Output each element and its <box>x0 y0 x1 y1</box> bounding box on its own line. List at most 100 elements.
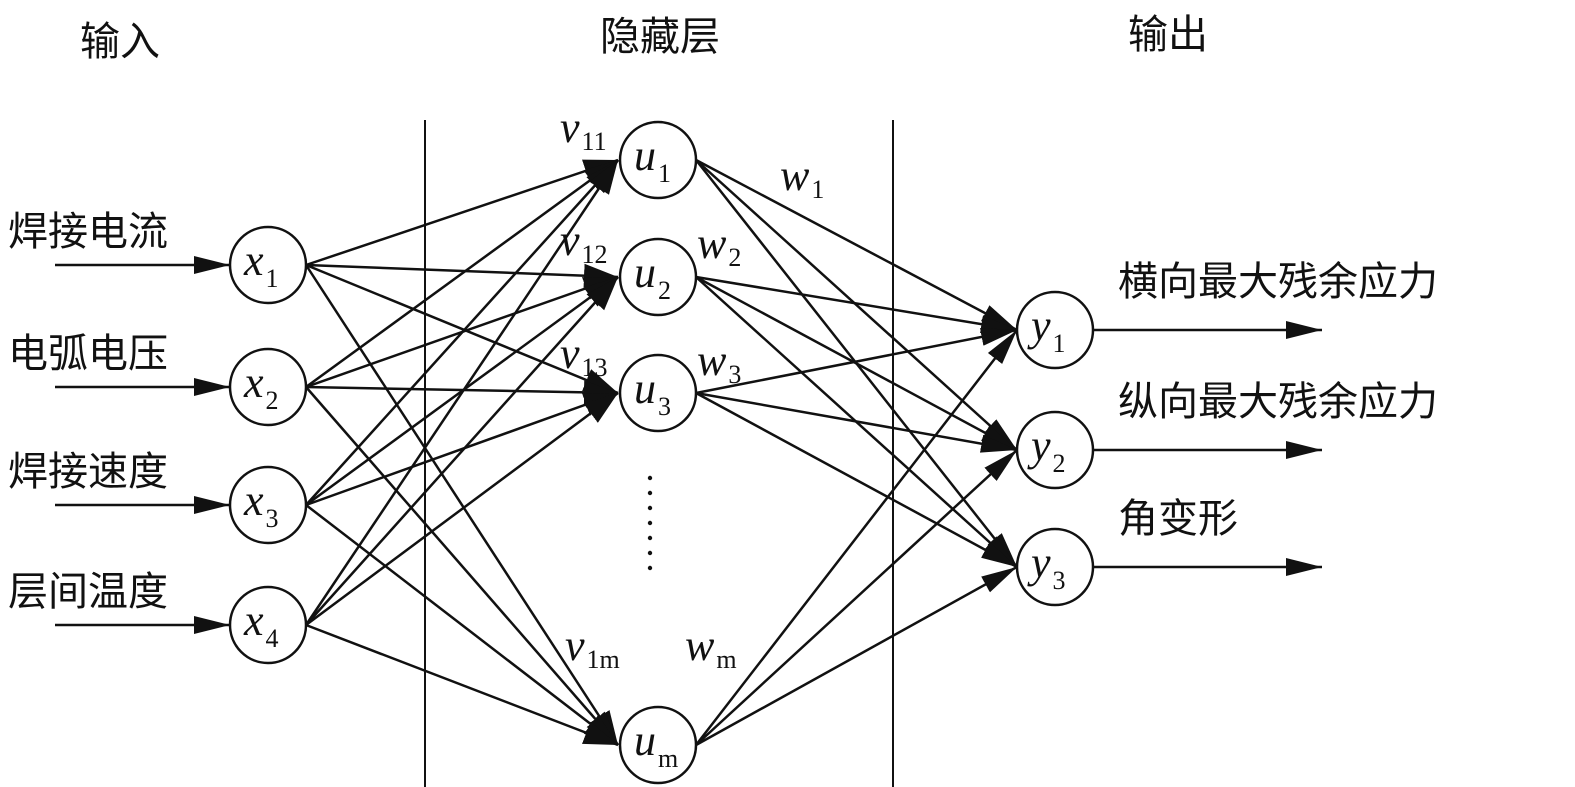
header-hidden: 隐藏层 <box>600 14 720 60</box>
node-y1-label: y1 <box>1027 301 1066 358</box>
subscript: 2 <box>658 276 671 305</box>
subscript: 1 <box>1053 329 1066 358</box>
node-x3-label: x3 <box>243 476 279 533</box>
node-y3-circle <box>1015 527 1095 607</box>
weight-w-label: w1 <box>780 151 824 204</box>
subscript: 2 <box>266 386 279 415</box>
output-label: 纵向最大残余应力 <box>1118 379 1438 425</box>
weight-w-label: wm <box>685 621 737 674</box>
edge-u3-y1 <box>695 328 1018 395</box>
node-u1-label: u1 <box>634 131 671 188</box>
ellipsis-dot <box>647 505 653 511</box>
subscript: m <box>716 645 736 674</box>
subscript: 13 <box>582 353 608 382</box>
edge-x4-u4 <box>305 623 619 747</box>
weight-w-label: w3 <box>697 336 741 389</box>
edge-u4-y3 <box>695 565 1018 747</box>
var: w <box>697 336 727 385</box>
var: u <box>634 131 656 180</box>
edge-x4-u1 <box>304 159 620 626</box>
edge-u1-y2 <box>695 159 1018 451</box>
ellipsis-dot <box>647 520 653 526</box>
edge-x3-u3 <box>305 391 619 507</box>
var: v <box>560 103 580 152</box>
input-label: 焊接电流 <box>8 209 168 255</box>
var: w <box>685 621 715 670</box>
subscript: 3 <box>266 504 279 533</box>
var: w <box>780 151 810 200</box>
var: x <box>243 236 264 285</box>
var: y <box>1027 538 1051 587</box>
ellipsis-dot <box>647 550 653 556</box>
input-label: 焊接速度 <box>8 449 168 495</box>
edge-x1-u1 <box>305 158 619 267</box>
edge-x1-u3 <box>305 263 619 395</box>
subscript: 3 <box>1053 566 1066 595</box>
ellipsis-dot <box>647 490 653 496</box>
var: x <box>243 476 264 525</box>
edge-u4-y2 <box>695 449 1018 746</box>
subscript: 4 <box>266 624 279 653</box>
var: u <box>634 364 656 413</box>
node-y1-circle <box>1015 290 1095 370</box>
ellipsis-dot <box>647 535 653 541</box>
node-u4-circle <box>618 705 698 785</box>
edge-u1-y1 <box>695 158 1018 332</box>
edge-x3-u1 <box>305 159 619 506</box>
node-x3-circle <box>228 465 308 545</box>
subscript: m <box>658 744 678 773</box>
subscript: 11 <box>582 127 607 156</box>
var: u <box>634 716 656 765</box>
header-input: 输入 <box>80 19 160 65</box>
output-label: 角变形 <box>1118 496 1238 542</box>
ellipsis-dot <box>647 475 653 481</box>
node-u2-circle <box>618 237 698 317</box>
ellipsis-dot <box>647 565 653 571</box>
node-u1-circle <box>618 120 698 200</box>
edge-x3-u4 <box>305 504 619 746</box>
subscript: 1 <box>658 159 671 188</box>
edge-x1-u4 <box>304 264 620 746</box>
node-x2-label: x2 <box>243 358 279 415</box>
node-y2-label: y2 <box>1027 421 1066 478</box>
edge-x2-u4 <box>305 386 619 746</box>
var: u <box>634 248 656 297</box>
edge-x2-u1 <box>305 158 619 389</box>
subscript: 1m <box>587 645 620 674</box>
subscript: 1 <box>266 264 279 293</box>
weight-v-label: v1m <box>565 621 620 674</box>
node-y2-circle <box>1015 410 1095 490</box>
input-label: 电弧电压 <box>8 331 168 377</box>
weight-v-label: v11 <box>560 103 607 156</box>
var: v <box>560 216 580 265</box>
var: y <box>1027 421 1051 470</box>
subscript: 1 <box>811 175 824 204</box>
var: x <box>243 358 264 407</box>
node-x2-circle <box>228 347 308 427</box>
subscript: 3 <box>728 360 741 389</box>
edge-x1-u2 <box>305 263 619 288</box>
var: y <box>1027 301 1051 350</box>
edge-u2-y1 <box>695 275 1018 334</box>
var: v <box>565 621 585 670</box>
edge-u2-y2 <box>695 275 1018 452</box>
var: x <box>243 596 264 645</box>
edge-u4-y1 <box>695 329 1018 746</box>
node-x1-label: x1 <box>243 236 279 293</box>
node-x4-circle <box>228 585 308 665</box>
node-u2-label: u2 <box>634 248 671 305</box>
edge-x4-u2 <box>305 276 619 626</box>
weight-w-label: w2 <box>697 219 741 272</box>
edge-u3-y2 <box>695 391 1018 453</box>
subscript: 2 <box>728 243 741 272</box>
var: w <box>697 219 727 268</box>
subscript: 2 <box>1053 449 1066 478</box>
node-u4-label: um <box>634 716 678 773</box>
node-x1-circle <box>228 225 308 305</box>
labels: 焊接电流电弧电压焊接速度层间温度横向最大残余应力纵向最大残余应力角变形v11v1… <box>8 103 1438 674</box>
node-u3-circle <box>618 353 698 433</box>
subscript: 12 <box>582 240 608 269</box>
